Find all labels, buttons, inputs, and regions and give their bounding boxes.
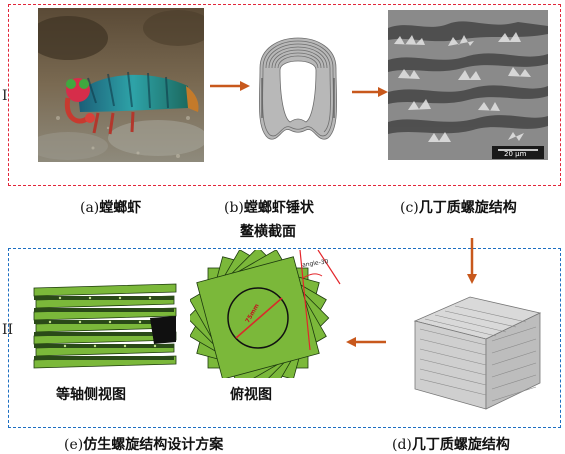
section-2-frame <box>8 248 561 428</box>
caption-b: (b)螳螂虾锤状 <box>224 200 314 216</box>
dactyl-club-cross-section <box>248 18 348 153</box>
helicoidal-cube <box>400 283 550 413</box>
section-2-label: II <box>2 322 14 338</box>
top-view-label: 俯视图 <box>230 387 272 403</box>
section-1-frame <box>8 4 561 186</box>
sem-micrograph: 20 μm <box>388 10 548 160</box>
caption-a: (a)螳螂虾 <box>80 200 142 216</box>
caption-e: (e)仿生螺旋结构设计方案 <box>64 437 224 453</box>
caption-d: (d)几丁质螺旋结构 <box>392 437 510 453</box>
caption-c: (c)几丁质螺旋结构 <box>400 200 517 216</box>
scale-bar-label: 20 μm <box>504 150 527 158</box>
section-1-label: I <box>2 88 8 104</box>
arrow-a-to-b <box>210 81 250 91</box>
arrow-c-to-d <box>467 238 477 284</box>
arrow-b-to-c <box>352 87 388 97</box>
isometric-view-model <box>30 282 180 378</box>
top-view-model: angle-30 75mm <box>190 250 360 378</box>
caption-b-line2: 鳌横截面 <box>240 224 296 240</box>
arrow-d-to-e <box>346 337 386 347</box>
isometric-view-label: 等轴侧视图 <box>56 387 126 403</box>
mantis-shrimp-photo <box>38 8 204 162</box>
